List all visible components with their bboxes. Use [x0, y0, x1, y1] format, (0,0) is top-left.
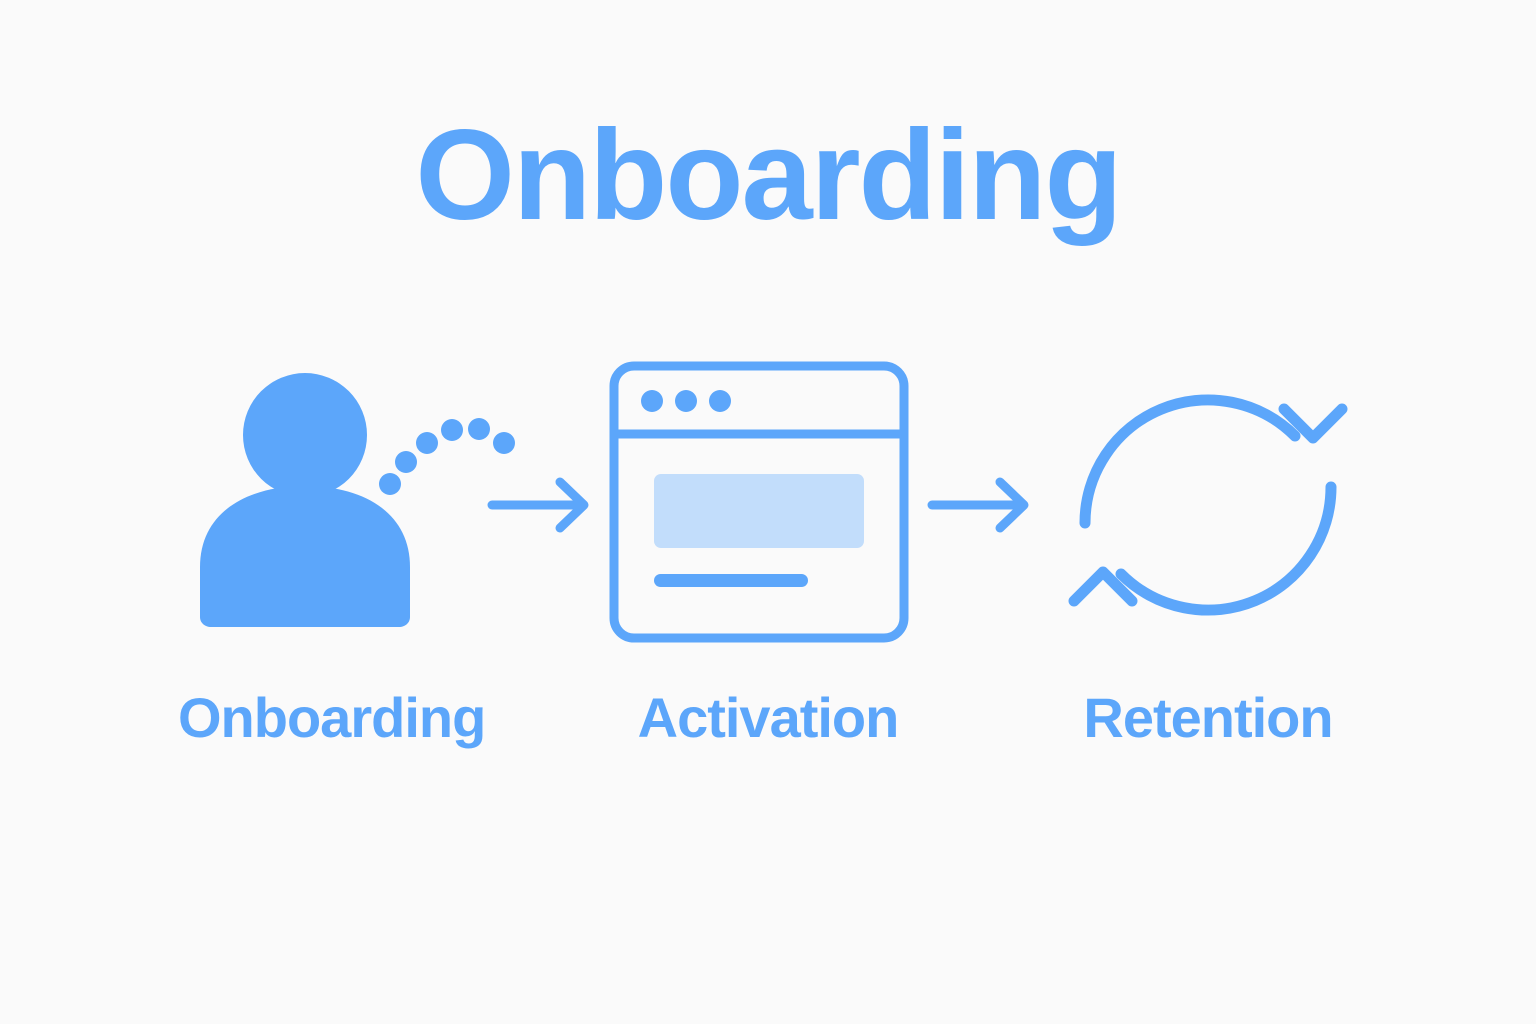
- flow-stages-row: [0, 355, 1536, 655]
- connector-1: [478, 355, 618, 655]
- stage-label-activation: Activation: [637, 686, 900, 749]
- stage-icon-activation: [609, 355, 918, 655]
- stage-label-retention: Retention: [1083, 686, 1333, 749]
- page-title: Onboarding: [415, 104, 1122, 247]
- browser-dot-1: [641, 390, 663, 412]
- arrow-right-icon: [487, 477, 589, 533]
- refresh-arrowhead-bottom: [1068, 566, 1138, 607]
- refresh-cycle-icon: [1068, 394, 1348, 616]
- browser-text-bar: [654, 574, 808, 587]
- user-person-icon: [200, 373, 515, 627]
- refresh-arrowhead-top: [1278, 403, 1348, 444]
- stage-icon-retention: [1058, 355, 1358, 655]
- connector-2: [918, 355, 1058, 655]
- stage-icon-onboarding: [178, 355, 515, 655]
- arrow-right-icon: [927, 477, 1029, 533]
- browser-dot-2: [675, 390, 697, 412]
- refresh-arc-bottom: [1115, 481, 1337, 616]
- browser-dot-3: [709, 390, 731, 412]
- stage-label-onboarding: Onboarding: [178, 686, 486, 749]
- refresh-arc-top: [1079, 394, 1301, 529]
- browser-content-block: [654, 474, 864, 548]
- browser-window-icon: [609, 361, 909, 643]
- browser-frame: [609, 361, 909, 643]
- flow-labels-row: Onboarding Activation Retention: [0, 678, 1536, 758]
